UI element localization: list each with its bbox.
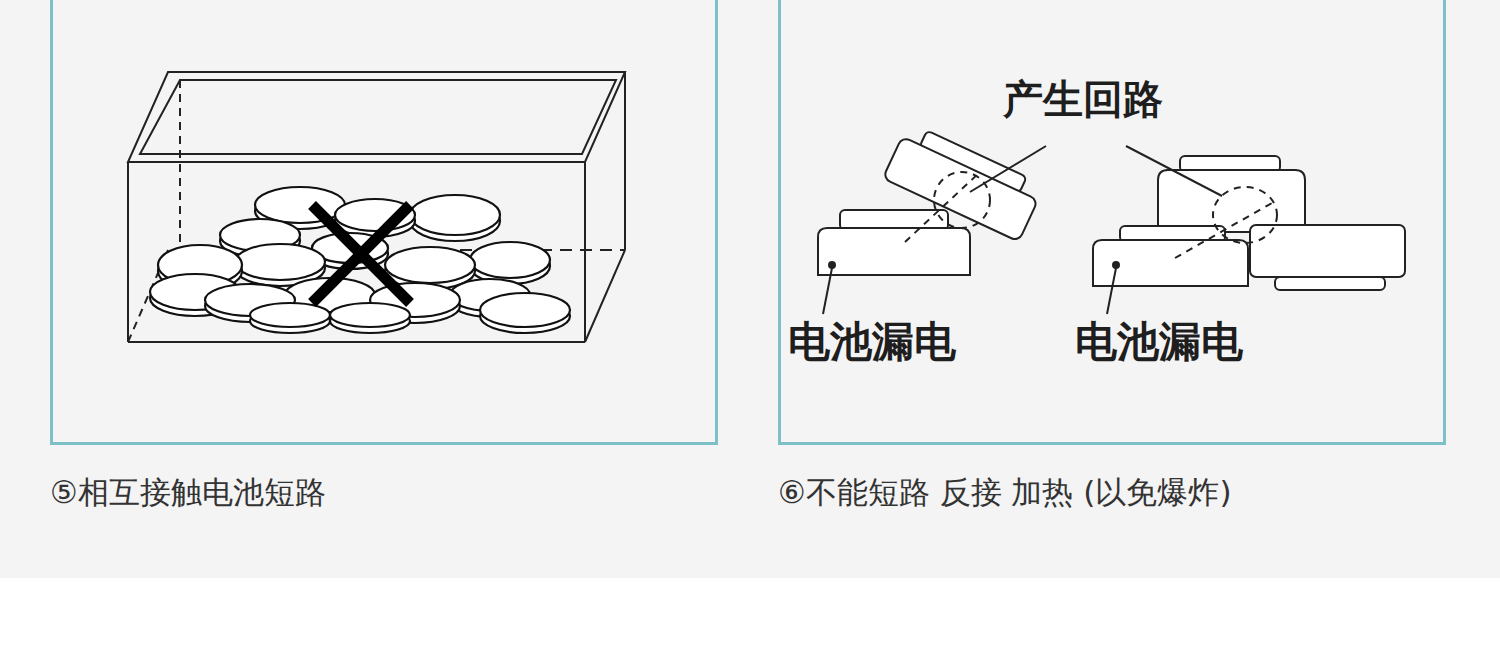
panel-caption: ⑤相互接触电池短路 [50,472,326,514]
panel-frame: ⑤相互接触电池短路 [50,0,718,445]
callout-label: 电池漏电 [1075,318,1243,366]
panel-caption: ⑥不能短路 反接 加热 (以免爆炸) [778,472,1232,514]
leader-lines [823,146,1222,314]
panel-frame: ⑥不能短路 反接 加热 (以免爆炸) [778,0,1446,445]
cross-mark [312,205,410,303]
callout-label: 电池漏电 [788,318,956,366]
callout-label: 产生回路 [1003,76,1163,122]
battery-drawing [818,122,1405,290]
box-drawing [128,72,625,342]
coin-cells [150,187,570,333]
